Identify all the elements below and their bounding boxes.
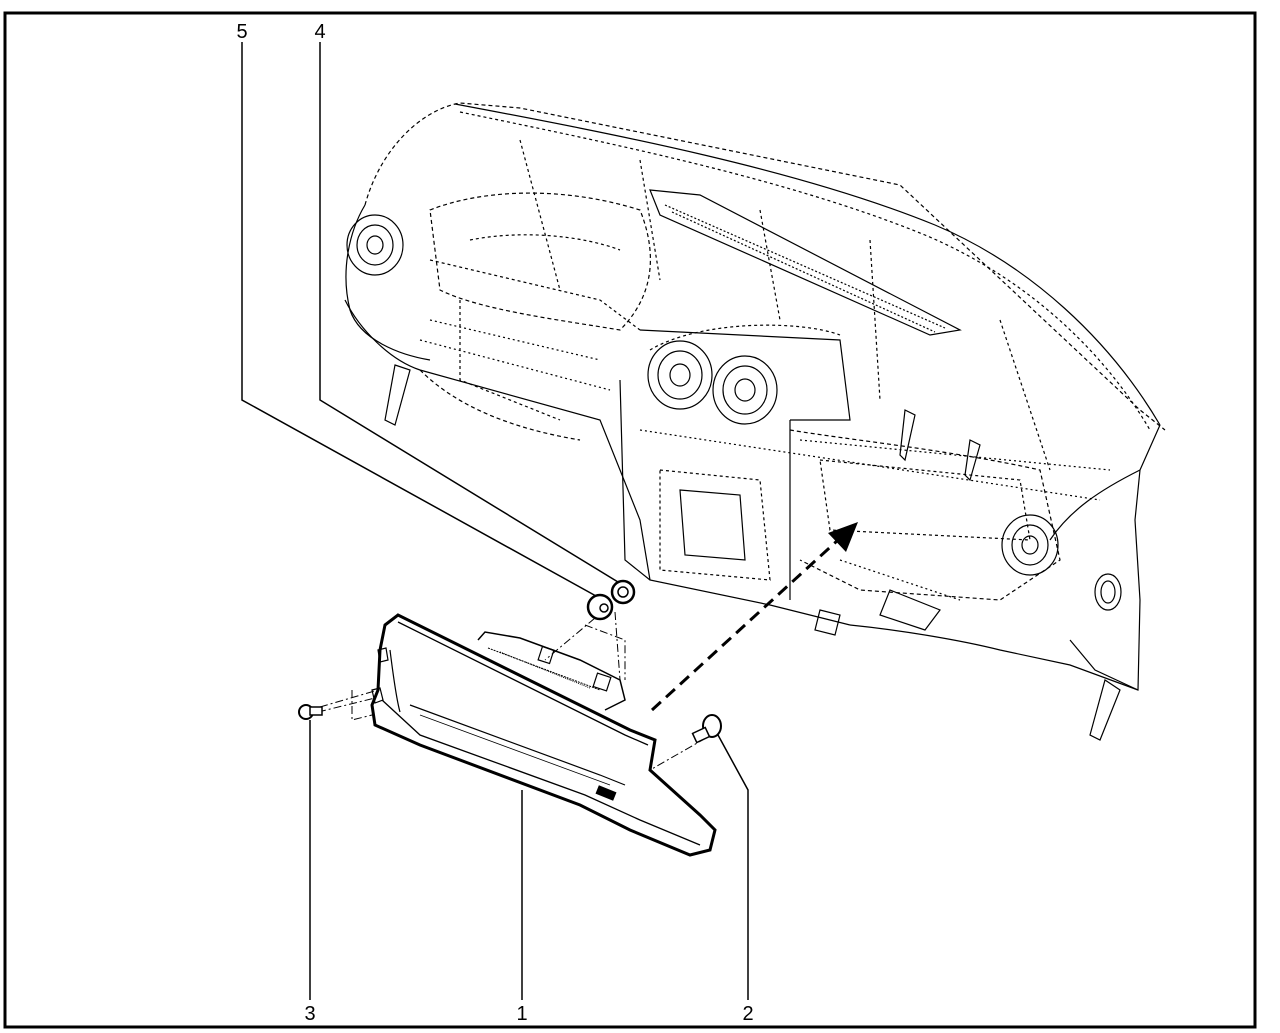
install-direction-arrow [650,522,858,712]
glovebox-airbag-module [370,613,717,857]
callout-2: 2 [742,1003,753,1025]
left-bolt-icon [298,704,323,720]
diagram-border [3,11,1257,1029]
alignment-lines [317,607,707,771]
right-bolt-icon [691,714,722,744]
washer-icon [586,593,614,621]
dashboard-assembly [344,102,1166,741]
nut-icon [610,579,636,605]
callout-4: 4 [314,21,325,43]
callout-3: 3 [304,1003,315,1025]
leader-lines [241,42,749,1000]
callout-5: 5 [236,21,247,43]
callout-1: 1 [516,1003,527,1025]
